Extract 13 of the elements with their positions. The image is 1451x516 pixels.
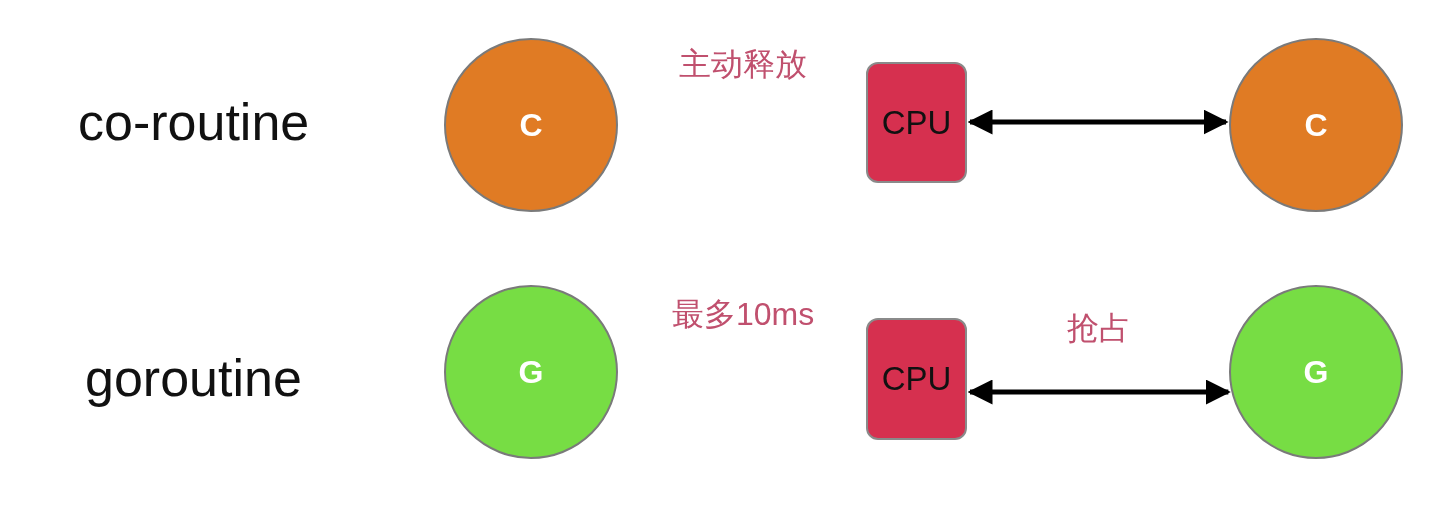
circle-node: G: [1229, 285, 1403, 459]
note-text: 主动释放: [678, 45, 808, 84]
double-arrow: [967, 379, 1231, 405]
row-label: co-routine: [78, 92, 311, 152]
edge-label: 抢占: [1066, 309, 1133, 348]
circle-node: C: [1229, 38, 1403, 212]
cpu-box: CPU: [866, 62, 967, 183]
circle-node: G: [444, 285, 618, 459]
row-label: goroutine: [85, 348, 303, 408]
cpu-box: CPU: [866, 318, 967, 440]
double-arrow: [967, 109, 1229, 135]
note-text: 最多10ms: [670, 295, 816, 334]
circle-node: C: [444, 38, 618, 212]
